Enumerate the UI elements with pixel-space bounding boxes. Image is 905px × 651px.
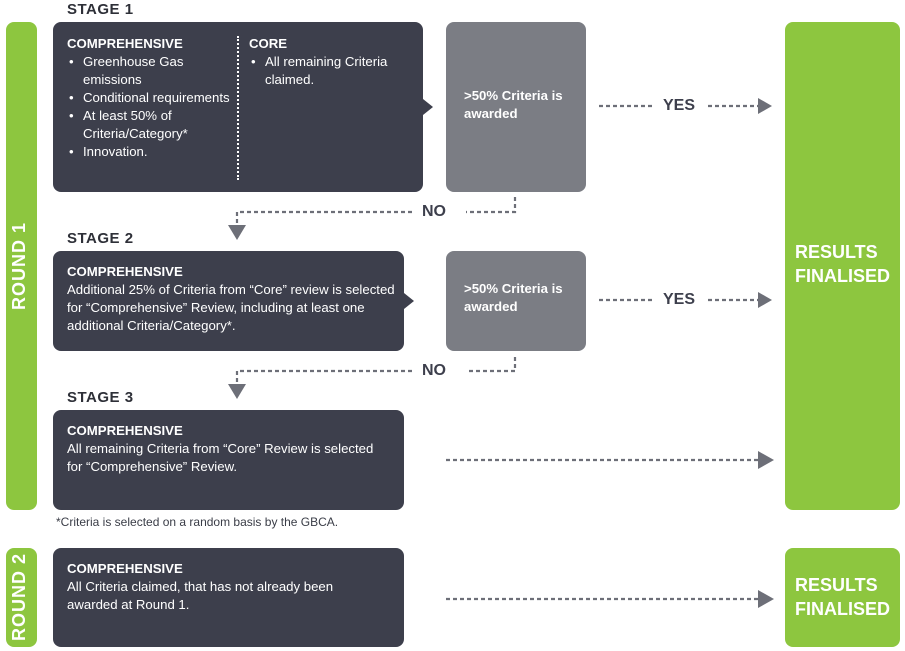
list-item: All remaining Criteria claimed. xyxy=(249,53,399,89)
stage-1-label: STAGE 1 xyxy=(67,1,134,18)
stage-3-content: COMPREHENSIVE All remaining Criteria fro… xyxy=(67,422,387,476)
round-1-bar xyxy=(6,22,37,510)
stage-1-core-list: All remaining Criteria claimed. xyxy=(249,53,399,89)
stage-1-decision-text: >50% Criteria is awarded xyxy=(464,88,563,121)
results-round-1-text: RESULTS FINALISED xyxy=(795,242,891,286)
stage-2-text: Additional 25% of Criteria from “Core” r… xyxy=(67,282,395,333)
stage-2-pointer xyxy=(404,293,414,309)
footnote: *Criteria is selected on a random basis … xyxy=(56,515,339,529)
no-2-line-left xyxy=(235,369,412,383)
stage-3-arrowhead xyxy=(758,451,774,469)
no-2-label: NO xyxy=(422,362,446,379)
stage-2-box: COMPREHENSIVE Additional 25% of Criteria… xyxy=(53,251,404,351)
list-item: Conditional requirements xyxy=(67,89,235,107)
round-2-content: COMPREHENSIVE All Criteria claimed, that… xyxy=(67,560,387,614)
stage-2-decision-text: >50% Criteria is awarded xyxy=(464,281,563,314)
yes-2-arrowhead xyxy=(758,292,772,308)
round-2-box: COMPREHENSIVE All Criteria claimed, that… xyxy=(53,548,404,647)
no-1-arrowhead xyxy=(228,225,246,240)
stage-2-label: STAGE 2 xyxy=(67,230,134,247)
stage-3-label: STAGE 3 xyxy=(67,389,134,406)
stage-3-text: All remaining Criteria from “Core” Revie… xyxy=(67,441,374,474)
round-2-arrowhead xyxy=(758,590,774,608)
round-2-title: COMPREHENSIVE xyxy=(67,561,183,576)
stage-1-box: COMPREHENSIVE Greenhouse Gas emissions C… xyxy=(53,22,423,192)
results-round-2-text: RESULTS FINALISED xyxy=(795,575,891,619)
stage-1-divider xyxy=(237,36,239,180)
stage-2-content: COMPREHENSIVE Additional 25% of Criteria… xyxy=(67,263,397,335)
results-round-1: RESULTS FINALISED xyxy=(785,22,900,510)
stage-1-core-title: CORE xyxy=(249,36,288,51)
round-2-text: All Criteria claimed, that has not alrea… xyxy=(67,579,334,612)
list-item: Innovation. xyxy=(67,143,235,161)
yes-1-arrowhead xyxy=(758,98,772,114)
stage-3-box: COMPREHENSIVE All remaining Criteria fro… xyxy=(53,410,404,510)
yes-1-label: YES xyxy=(663,97,696,114)
yes-2-label: YES xyxy=(663,291,696,308)
stage-2-decision-box: >50% Criteria is awarded xyxy=(446,251,586,351)
stage-2-title: COMPREHENSIVE xyxy=(67,264,183,279)
list-item: At least 50% of Criteria/Category* xyxy=(67,107,235,143)
no-2-arrowhead xyxy=(228,384,246,399)
results-round-2: RESULTS FINALISED xyxy=(785,548,900,647)
no-2-line-right xyxy=(466,357,517,373)
stage-3-title: COMPREHENSIVE xyxy=(67,423,183,438)
stage-1-comprehensive-list: Greenhouse Gas emissions Conditional req… xyxy=(67,53,235,161)
round-2-bar xyxy=(6,548,37,647)
no-1-line-left xyxy=(235,210,412,224)
stage-1-core: CORE All remaining Criteria claimed. xyxy=(249,35,399,89)
list-item: Greenhouse Gas emissions xyxy=(67,53,235,89)
no-1-line-right xyxy=(466,197,517,214)
no-1-label: NO xyxy=(422,203,446,220)
stage-1-decision-box: >50% Criteria is awarded xyxy=(446,22,586,192)
stage-1-comprehensive-title: COMPREHENSIVE xyxy=(67,36,183,51)
stage-1-pointer xyxy=(423,99,433,115)
stage-1-comprehensive: COMPREHENSIVE Greenhouse Gas emissions C… xyxy=(67,35,235,161)
